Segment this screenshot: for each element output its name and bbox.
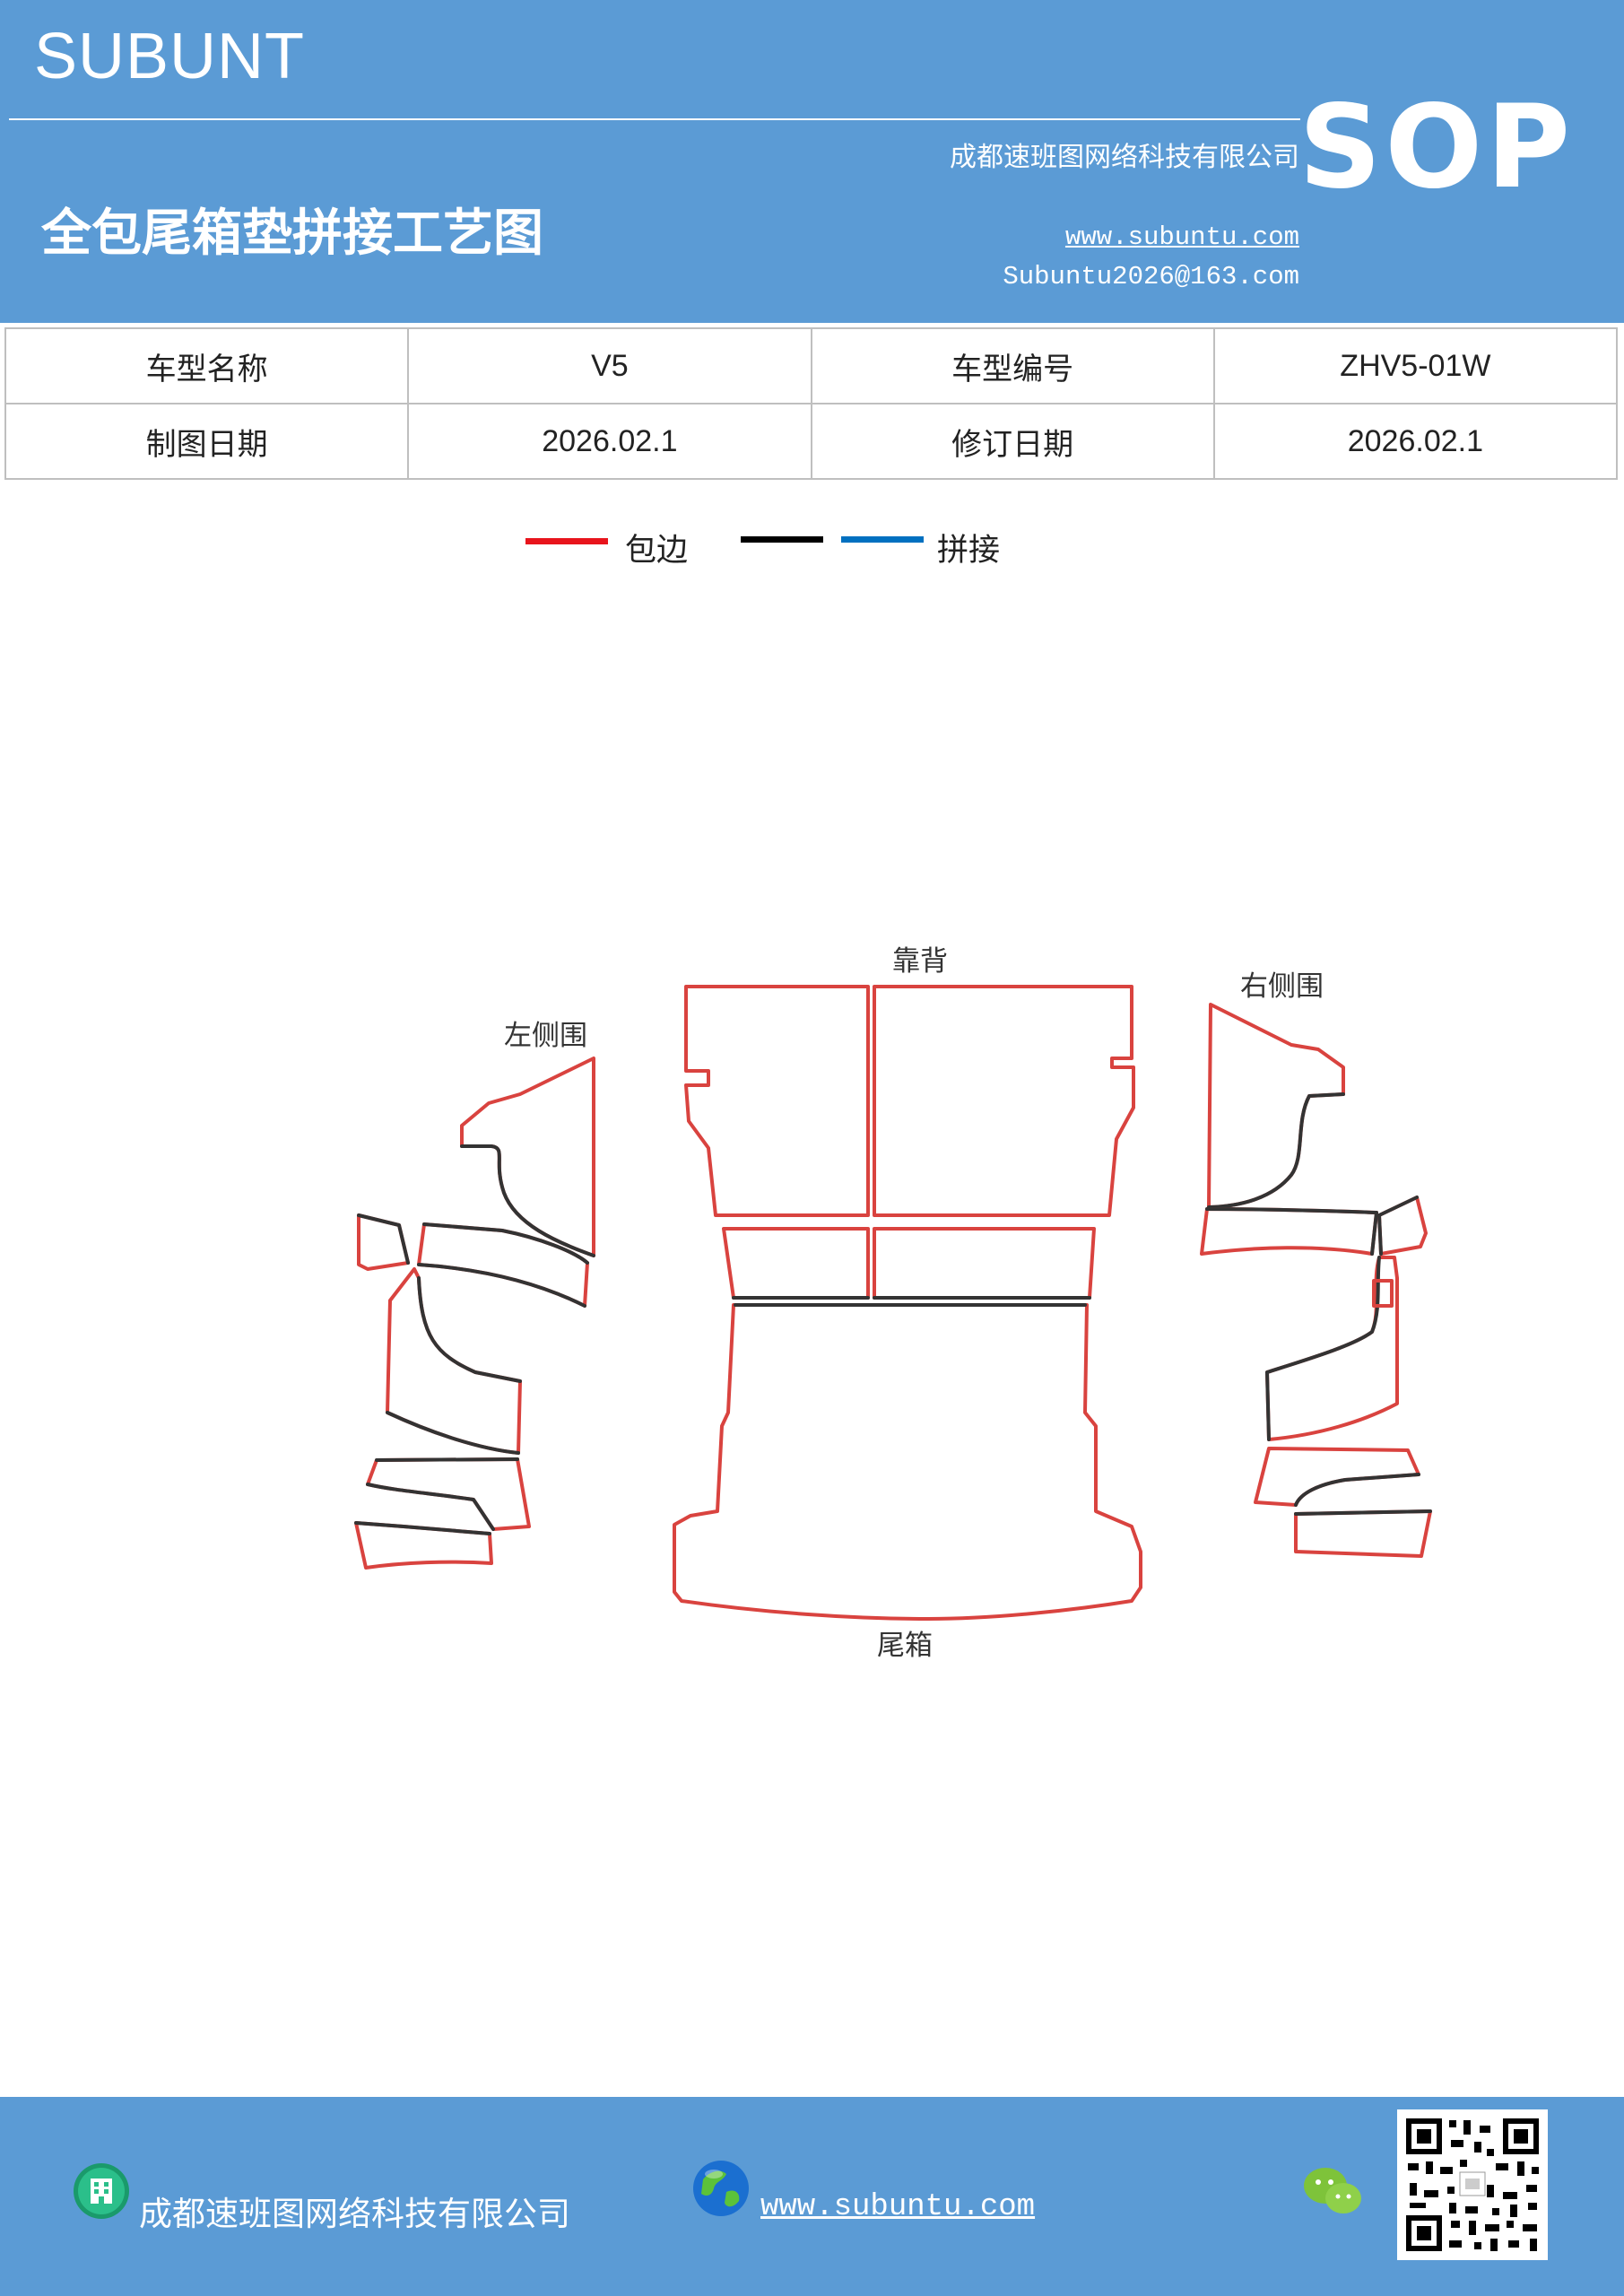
- website-link[interactable]: www.subuntu.com: [1064, 222, 1299, 252]
- vehicle-info-table: 车型名称 V5 车型编号 ZHV5-01W 制图日期 2026.02.1 修订日…: [4, 327, 1619, 480]
- right-side-strip-a-seam: [1294, 1473, 1420, 1507]
- legend-splice-label: 拼接: [937, 533, 1001, 569]
- left-side-strip-a: [366, 1457, 531, 1531]
- label-trunk: 尾箱: [877, 1630, 933, 1662]
- left-side-strip-a-seam: [366, 1457, 519, 1531]
- sop-badge: SOP: [1298, 81, 1574, 214]
- footer-banner: 成都速班图网络科技有限公司 www.subuntu.com: [0, 2097, 1624, 2296]
- footer-company-name: 成都速班图网络科技有限公司: [139, 2195, 570, 2233]
- trunk-floor-panel: [673, 1303, 1142, 1621]
- right-side-lower-seam: [1265, 1256, 1381, 1441]
- label-backrest: 靠背: [892, 945, 948, 978]
- trunk-mat-diagram: 靠背 左侧围 右侧围 尾箱: [354, 945, 1432, 1662]
- left-side-upper-seam: [460, 1144, 595, 1257]
- right-side-mid: [1200, 1207, 1378, 1256]
- contact-email: Subuntu2026@163.com: [1003, 262, 1299, 291]
- label-left-side: 左侧围: [504, 1020, 587, 1052]
- backrest-right-panel: [873, 985, 1135, 1217]
- right-side-strip-b: [1294, 1509, 1432, 1558]
- model-code-value: ZHV5-01W: [1212, 327, 1619, 404]
- building-icon: [74, 2163, 129, 2219]
- left-side-edge-strip: [357, 1213, 410, 1271]
- legend-edge-label: 包边: [625, 533, 689, 569]
- draw-date-value: 2026.02.1: [407, 403, 812, 480]
- right-side-edge-seam: [1377, 1196, 1419, 1256]
- legend-black-swatch: [741, 536, 823, 543]
- left-side-strip-b: [354, 1521, 493, 1570]
- table-row: 制图日期 2026.02.1 修订日期 2026.02.1: [4, 403, 1619, 480]
- header-banner: SUBUNT 成都速班图网络科技有限公司 全包尾箱垫拼接工艺图 www.subu…: [0, 0, 1624, 323]
- model-name-label: 车型名称: [4, 327, 410, 404]
- right-side-small-tab: [1372, 1279, 1394, 1308]
- backrest-lower-right: [873, 1227, 1096, 1300]
- model-name-value: V5: [407, 327, 812, 404]
- legend: 包边 拼接: [0, 525, 1624, 570]
- globe-icon: [693, 2161, 749, 2216]
- right-side-upper-seam: [1207, 1092, 1345, 1209]
- left-side-mid: [417, 1222, 589, 1308]
- left-side-upper: [460, 1057, 595, 1257]
- header-divider: [9, 118, 1300, 120]
- qr-code: [1397, 2109, 1548, 2260]
- revise-date-value: 2026.02.1: [1212, 403, 1619, 480]
- document-title: 全包尾箱垫拼接工艺图: [41, 204, 543, 263]
- legend-splice-swatch: [841, 536, 924, 543]
- legend-edge-swatch: [525, 538, 608, 544]
- revise-date-label: 修订日期: [810, 403, 1215, 480]
- left-side-mid-seam: [417, 1222, 589, 1308]
- company-name: 成都速班图网络科技有限公司: [950, 142, 1299, 173]
- right-side-mid-seam: [1205, 1207, 1378, 1256]
- brand-name: SUBUNT: [34, 21, 306, 92]
- left-side-edge-seam: [357, 1213, 410, 1265]
- right-side-strip-b-seam: [1294, 1509, 1432, 1516]
- wechat-icon[interactable]: [1302, 2164, 1365, 2220]
- backrest-left-panel: [684, 985, 870, 1217]
- table-row: 车型名称 V5 车型编号 ZHV5-01W: [4, 327, 1619, 404]
- model-code-label: 车型编号: [810, 327, 1215, 404]
- label-right-side: 右侧围: [1240, 970, 1324, 1003]
- footer-website-link[interactable]: www.subuntu.com: [760, 2190, 1036, 2224]
- left-side-strip-b-seam: [354, 1521, 491, 1535]
- left-side-lower-seam: [386, 1276, 522, 1455]
- right-side-upper: [1207, 1003, 1345, 1209]
- draw-date-label: 制图日期: [4, 403, 410, 480]
- backrest-lower-left: [722, 1227, 870, 1300]
